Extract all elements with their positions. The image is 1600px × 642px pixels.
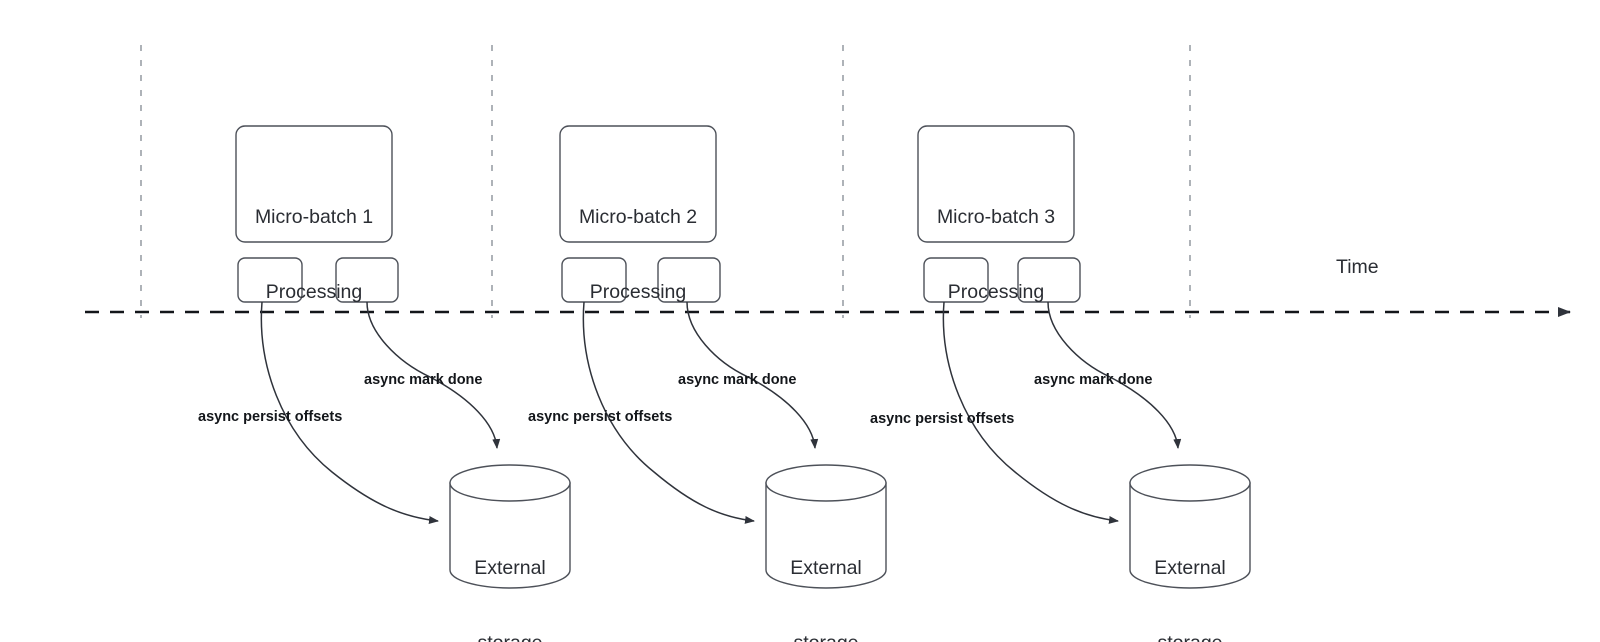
edge-label-persist-offsets-1: async persist offsets xyxy=(198,409,343,425)
external-storage-1-label: External storage xyxy=(450,506,570,642)
micro-batch-group-3 xyxy=(917,125,1251,589)
edge-persist-offsets-1 xyxy=(260,301,439,524)
external-storage-2-label-line2: storage xyxy=(766,631,886,642)
edge-label-persist-offsets-3: async persist offsets xyxy=(870,411,1015,427)
task-box-persist-2[interactable] xyxy=(561,257,627,303)
time-axis-label: Time xyxy=(1336,256,1379,278)
external-storage-cylinder-1[interactable] xyxy=(449,464,571,589)
external-storage-3-label: External storage xyxy=(1130,506,1250,642)
external-storage-3-label-line2: storage xyxy=(1130,631,1250,642)
edge-mark-done-3 xyxy=(1047,301,1182,449)
external-storage-2-label: External storage xyxy=(766,506,886,642)
external-storage-3-label-line1: External xyxy=(1154,557,1226,579)
external-storage-2-label-line1: External xyxy=(790,557,862,579)
edge-persist-offsets-3 xyxy=(942,301,1119,524)
task-box-persist-1[interactable] xyxy=(237,257,303,303)
external-storage-cylinder-2[interactable] xyxy=(765,464,887,589)
edge-label-persist-offsets-2: async persist offsets xyxy=(528,409,673,425)
edge-label-mark-done-1: async mark done xyxy=(364,372,483,388)
edge-mark-done-2 xyxy=(686,301,819,449)
micro-batch-1-process-box[interactable] xyxy=(235,125,393,243)
edge-mark-done-1 xyxy=(366,301,501,449)
task-box-mark-1[interactable] xyxy=(335,257,399,303)
micro-batch-2-process-box[interactable] xyxy=(559,125,717,243)
edge-label-mark-done-3: async mark done xyxy=(1034,372,1153,388)
divider-lines xyxy=(140,45,1191,318)
external-storage-cylinder-3[interactable] xyxy=(1129,464,1251,589)
edge-persist-offsets-2 xyxy=(582,301,755,524)
external-storage-1-label-line1: External xyxy=(474,557,546,579)
micro-batch-3-process-box[interactable] xyxy=(917,125,1075,243)
edge-label-mark-done-2: async mark done xyxy=(678,372,797,388)
micro-batch-group-1 xyxy=(235,125,571,589)
task-box-mark-3[interactable] xyxy=(1017,257,1081,303)
micro-batch-group-2 xyxy=(559,125,887,589)
task-box-mark-2[interactable] xyxy=(657,257,721,303)
external-storage-1-label-line2: storage xyxy=(450,631,570,642)
task-box-persist-3[interactable] xyxy=(923,257,989,303)
